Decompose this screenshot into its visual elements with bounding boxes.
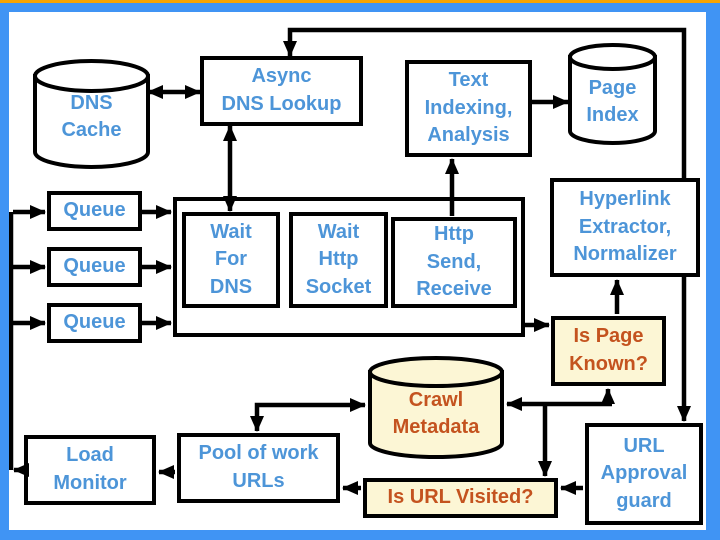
dns-cache-cylinder	[33, 59, 150, 169]
node-http-send-receive: Http Send, Receive	[391, 217, 517, 308]
queue-2-label: Queue	[63, 255, 126, 278]
node-pool-of-work-urls: Pool of work URLs	[177, 433, 340, 503]
url-approval-guard-label: URL Approval guard	[600, 434, 688, 512]
node-is-url-visited: Is URL Visited?	[363, 478, 558, 518]
node-wait-http-socket: Wait Http Socket	[289, 212, 388, 308]
node-url-approval-guard: URL Approval guard	[585, 423, 703, 525]
node-queue-1: Queue	[47, 191, 142, 231]
load-monitor-label: Load Monitor	[53, 444, 127, 494]
node-queue-3: Queue	[47, 303, 142, 343]
slide-frame-blue-right	[706, 3, 720, 540]
node-load-monitor: Load Monitor	[24, 435, 156, 505]
http-send-receive-label: Http Send, Receive	[416, 223, 492, 301]
dns-cache-label: DNS Cache	[61, 92, 122, 141]
page-index-cylinder	[568, 43, 657, 145]
wait-for-dns-label: Wait For DNS	[209, 220, 253, 298]
node-wait-for-dns: Wait For DNS	[182, 212, 280, 308]
connector-pool-crawlmetadata	[250, 398, 366, 432]
slide-frame-blue-bottom	[0, 530, 720, 540]
is-url-visited-label: Is URL Visited?	[387, 486, 534, 509]
wait-http-socket-label: Wait Http Socket	[305, 220, 372, 298]
node-queue-2: Queue	[47, 247, 142, 287]
slide-frame-blue-left	[0, 3, 9, 540]
slide-frame-orange-top	[0, 0, 720, 3]
crawl-metadata-cylinder	[368, 356, 504, 459]
slide-frame-blue-top	[0, 3, 720, 12]
queue-3-label: Queue	[63, 311, 126, 334]
pool-of-work-urls-label: Pool of work URLs	[198, 442, 319, 492]
queue-1-label: Queue	[63, 199, 126, 222]
